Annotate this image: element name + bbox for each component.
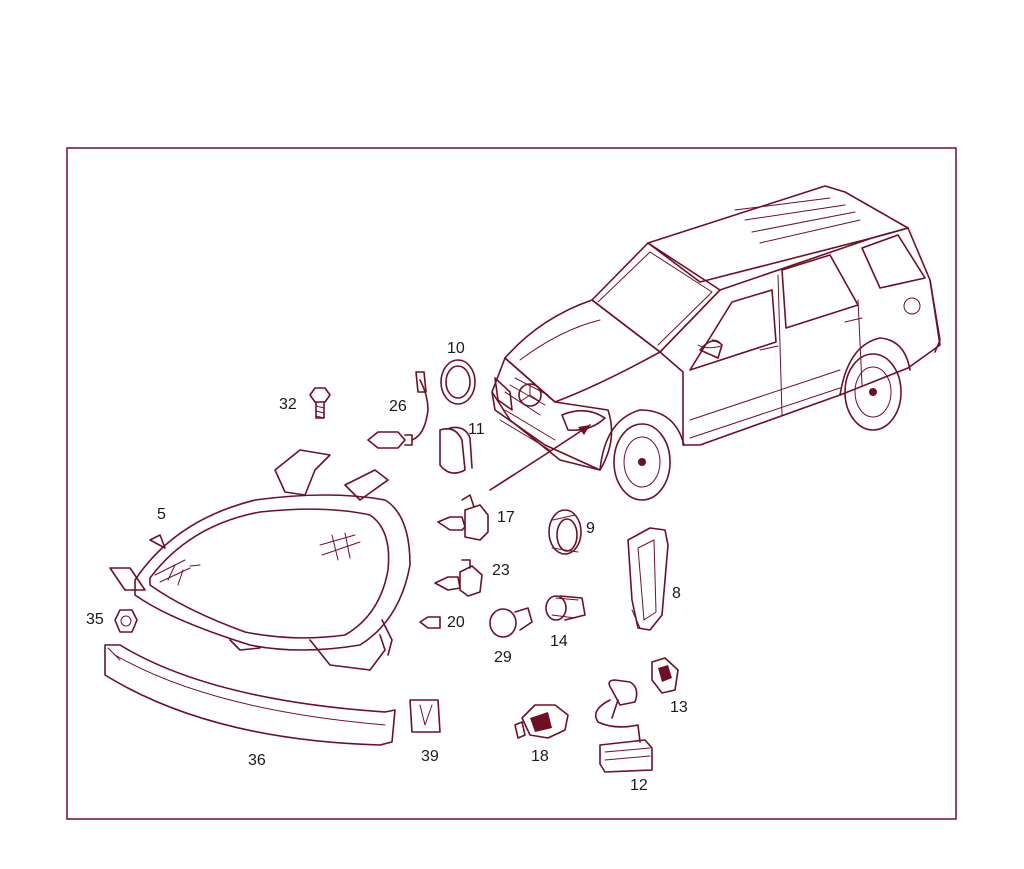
spring-clip [409, 699, 441, 733]
headlamp-bulb [437, 494, 489, 541]
side-bulb [434, 559, 483, 597]
label-part-10: 10 [447, 340, 465, 357]
label-part-11: 11 [468, 421, 485, 438]
bulb-socket [545, 595, 586, 621]
label-part-29: 29 [494, 649, 512, 666]
retaining-ring [439, 426, 473, 474]
bulb-with-lead [367, 371, 429, 449]
label-part-17: 17 [497, 509, 515, 526]
socket-ring [548, 509, 582, 555]
label-part-36: 36 [248, 752, 266, 769]
label-part-12: 12 [630, 777, 648, 794]
label-part-23: 23 [492, 562, 510, 579]
plug-connector [651, 657, 679, 694]
label-part-9: 9 [586, 520, 595, 537]
nut [114, 609, 138, 633]
pointer-arrowhead [578, 425, 590, 435]
ignition-module [514, 704, 569, 739]
side-reflector [627, 527, 669, 631]
label-part-32: 32 [279, 396, 297, 413]
label-part-20: 20 [447, 614, 465, 631]
label-part-8: 8 [672, 585, 681, 602]
indicator-bulb [489, 607, 533, 638]
label-part-5: 5 [157, 506, 166, 523]
bolt [309, 387, 331, 419]
label-part-13: 13 [670, 699, 688, 716]
location-pointer [489, 424, 591, 491]
label-part-26: 26 [389, 398, 407, 415]
headlamp-assembly [109, 449, 411, 671]
label-part-18: 18 [531, 748, 549, 765]
label-part-35: 35 [86, 611, 104, 628]
seal-ring [440, 359, 476, 405]
label-part-14: 14 [550, 633, 568, 650]
vehicle-illustration [491, 185, 941, 501]
trim-strip [104, 644, 396, 746]
small-bulb [419, 616, 441, 629]
label-part-39: 39 [421, 748, 439, 765]
diagram-frame [66, 147, 957, 820]
control-unit [594, 679, 653, 773]
